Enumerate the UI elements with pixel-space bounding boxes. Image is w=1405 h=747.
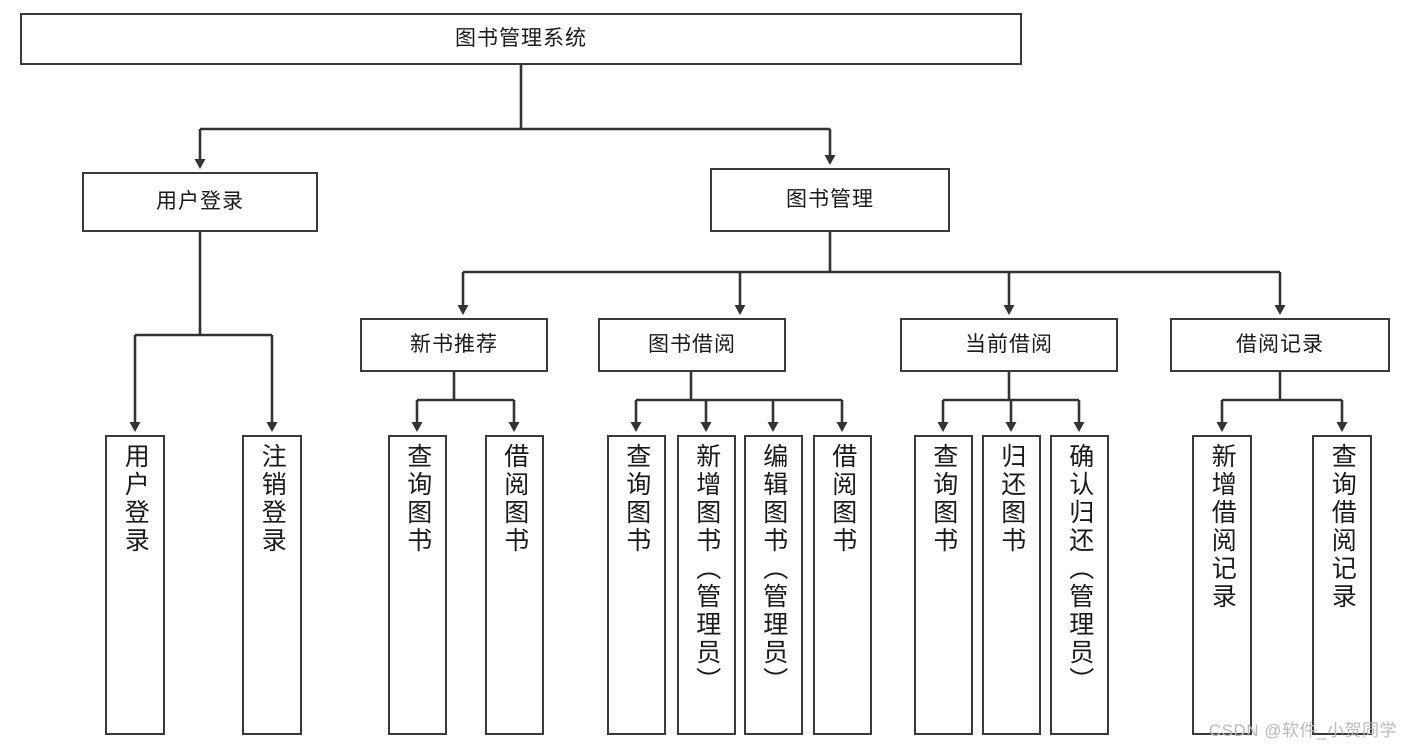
node-label: 新增图书（管理员）	[692, 443, 721, 695]
csdn-watermark: CSDN @软件_小贺同学	[1208, 721, 1397, 740]
node-leaf-borrow-book-2[interactable]: 借阅图书	[813, 435, 872, 735]
node-leaf-query-record[interactable]: 查询借阅记录	[1312, 435, 1372, 735]
node-leaf-query-book-2[interactable]: 查询图书	[607, 435, 666, 735]
node-label: 新增借阅记录	[1208, 443, 1237, 611]
node-leaf-query-book-3[interactable]: 查询图书	[914, 435, 973, 735]
node-leaf-confirm-return[interactable]: 确认归还（管理员）	[1050, 435, 1109, 735]
node-label: 确认归还（管理员）	[1065, 443, 1094, 695]
node-label: 查询借阅记录	[1328, 443, 1357, 611]
node-label: 借阅图书	[828, 443, 857, 555]
node-leaf-edit-book[interactable]: 编辑图书（管理员）	[744, 435, 803, 735]
node-borrow-record[interactable]: 借阅记录	[1170, 318, 1390, 372]
node-book-borrow[interactable]: 图书借阅	[598, 318, 786, 372]
node-leaf-query-book-1[interactable]: 查询图书	[388, 435, 447, 735]
node-label: 图书管理	[786, 187, 874, 211]
node-leaf-user-logout[interactable]: 注销登录	[242, 435, 302, 735]
node-label: 编辑图书（管理员）	[759, 443, 788, 695]
node-new-book-rec[interactable]: 新书推荐	[360, 318, 548, 372]
node-current-borrow[interactable]: 当前借阅	[900, 318, 1118, 372]
node-leaf-user-login[interactable]: 用户登录	[105, 435, 165, 735]
node-label: 注销登录	[258, 443, 287, 555]
node-leaf-borrow-book-1[interactable]: 借阅图书	[485, 435, 544, 735]
node-leaf-add-record[interactable]: 新增借阅记录	[1192, 435, 1252, 735]
node-user-login[interactable]: 用户登录	[82, 172, 318, 232]
node-label: 借阅图书	[500, 443, 529, 555]
node-leaf-add-book[interactable]: 新增图书（管理员）	[677, 435, 736, 735]
node-leaf-return-book[interactable]: 归还图书	[982, 435, 1041, 735]
node-book-manage[interactable]: 图书管理	[710, 168, 950, 232]
node-label: 用户登录	[156, 189, 244, 213]
node-label: 归还图书	[997, 443, 1026, 555]
node-label: 图书借阅	[648, 332, 736, 356]
node-label: 图书管理系统	[455, 26, 587, 50]
node-label: 查询图书	[929, 443, 958, 555]
node-label: 当前借阅	[965, 332, 1053, 356]
node-label: 新书推荐	[410, 332, 498, 356]
node-label: 借阅记录	[1236, 332, 1324, 356]
node-label: 查询图书	[403, 443, 432, 555]
node-root-system[interactable]: 图书管理系统	[20, 13, 1022, 65]
node-label: 用户登录	[121, 443, 150, 555]
node-label: 查询图书	[622, 443, 651, 555]
